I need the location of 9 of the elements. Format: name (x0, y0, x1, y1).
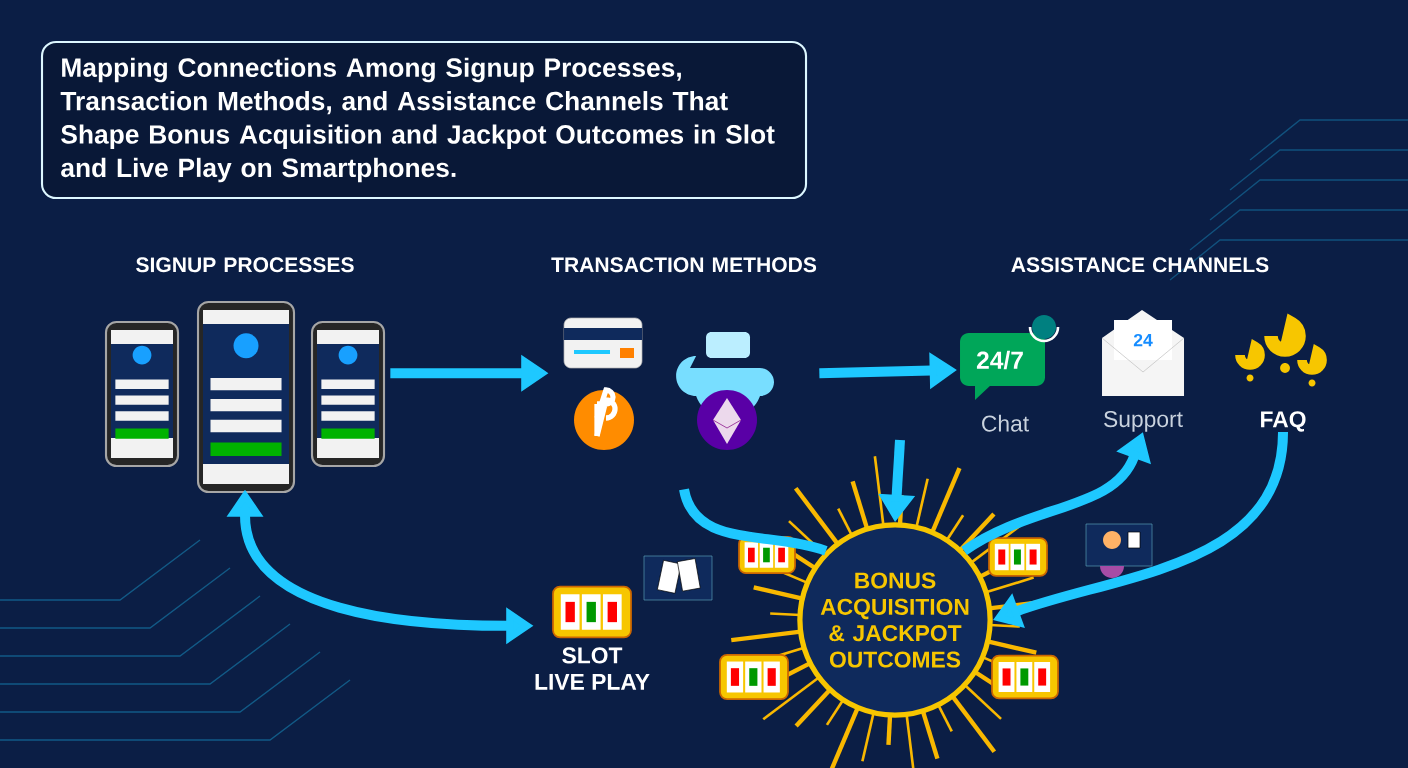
group-heading: TRANSACTION METHODS (551, 257, 817, 273)
badge-text: 24 (1133, 333, 1153, 347)
title-box: Mapping Connections Among Signup Processes, Transaction Methods, and Assistance Channels That Shape Bonus Acquisition and Jackpot Outcomes in Slot and Live Play on Smartphones. (40, 40, 808, 200)
channel-label: Chat (982, 414, 1029, 432)
channel-label: Support (1104, 410, 1183, 432)
group-heading: SIGNUP PROCESSES (136, 257, 354, 273)
group-heading: ASSISTANCE CHANNELS (1011, 257, 1269, 273)
slot-label: SLOT LIVE PLAY (535, 647, 650, 690)
channel-label: FAQ (1261, 411, 1306, 432)
